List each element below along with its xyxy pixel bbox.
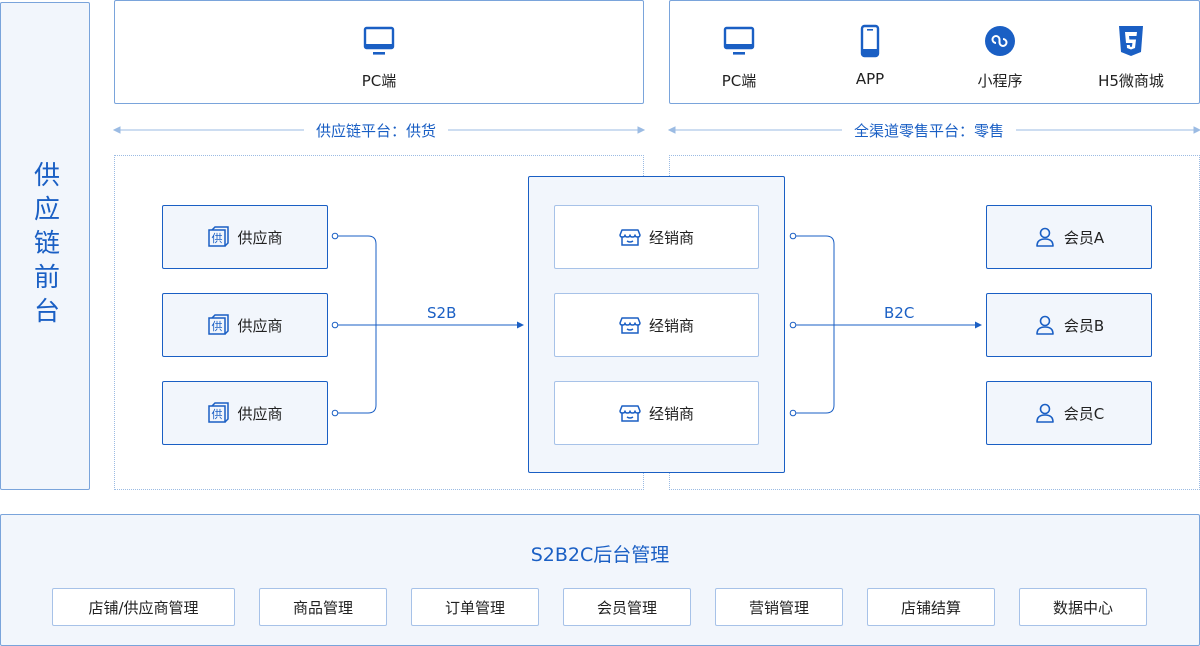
svg-text:供: 供 <box>212 319 223 333</box>
phone-icon <box>860 24 880 58</box>
monitor-icon <box>723 26 755 55</box>
supplier-node[interactable]: 供 供应商 <box>162 293 328 357</box>
arrow-head <box>667 126 676 134</box>
html5-icon <box>1119 26 1143 56</box>
distributor-node[interactable]: 经销商 <box>554 205 759 269</box>
channel-label: H5微商城 <box>1098 72 1164 90</box>
supplier-node[interactable]: 供 供应商 <box>162 381 328 445</box>
module-data-center[interactable]: 数据中心 <box>1019 588 1147 626</box>
store-icon <box>619 405 641 422</box>
member-label: 会员A <box>1063 228 1105 247</box>
flow-connectors <box>331 232 982 417</box>
b2c-label: B2C <box>884 304 915 322</box>
supply-platform-label: 供应链平台：供货 <box>304 120 449 141</box>
distributor-node[interactable]: 经销商 <box>554 381 759 445</box>
module-store-supplier[interactable]: 店铺/供应商管理 <box>52 588 235 626</box>
member-label: 会员C <box>1063 404 1105 423</box>
distributor-label: 经销商 <box>648 316 694 335</box>
retail-platform-label: 全渠道零售平台：零售 <box>842 120 1017 141</box>
module-settlement[interactable]: 店铺结算 <box>867 588 995 626</box>
channel-label: APP <box>855 70 885 88</box>
distributor-label: 经销商 <box>648 228 694 247</box>
user-icon <box>1035 403 1054 423</box>
channel-label: PC端 <box>361 72 397 90</box>
svg-text:供: 供 <box>212 407 223 421</box>
module-marketing[interactable]: 营销管理 <box>715 588 843 626</box>
arrow-head <box>112 126 121 134</box>
channel-pc-supply[interactable]: PC端 <box>309 24 449 91</box>
distributor-node[interactable]: 经销商 <box>554 293 759 357</box>
arrow-head <box>1193 126 1200 134</box>
channel-app[interactable]: APP <box>800 24 940 88</box>
supplier-icon: 供 <box>208 314 230 335</box>
channel-label: PC端 <box>721 72 757 90</box>
member-node[interactable]: 会员B <box>986 293 1152 357</box>
s2b-label: S2B <box>427 304 457 322</box>
retail-channel-box <box>669 0 1200 104</box>
supplier-label: 供应商 <box>237 316 283 335</box>
svg-text:供: 供 <box>212 231 223 245</box>
distributor-label: 经销商 <box>648 404 694 423</box>
store-icon <box>619 229 641 246</box>
mini-program-icon <box>985 26 1015 56</box>
frontend-panel-title-wrap: 供应链前台 <box>0 2 90 490</box>
admin-panel <box>0 514 1200 646</box>
channel-h5[interactable]: H5微商城 <box>1061 24 1200 91</box>
member-label: 会员B <box>1063 316 1105 335</box>
module-member[interactable]: 会员管理 <box>563 588 691 626</box>
supplier-label: 供应商 <box>237 404 283 423</box>
user-icon <box>1036 227 1054 247</box>
member-node[interactable]: 会员A <box>986 205 1152 269</box>
channel-mini-program[interactable]: 小程序 <box>930 24 1070 91</box>
channel-label: 小程序 <box>977 72 1023 90</box>
supplier-label: 供应商 <box>237 228 283 247</box>
frontend-panel-title: 供应链前台 <box>29 161 60 331</box>
store-icon <box>619 317 641 334</box>
module-order[interactable]: 订单管理 <box>411 588 539 626</box>
arrow-head <box>637 126 646 134</box>
supplier-node[interactable]: 供 供应商 <box>162 205 328 269</box>
monitor-icon <box>363 26 395 55</box>
admin-title: S2B2C后台管理 <box>530 544 670 566</box>
module-product[interactable]: 商品管理 <box>259 588 387 626</box>
user-icon <box>1036 315 1054 335</box>
channel-pc-retail[interactable]: PC端 <box>669 24 809 91</box>
b2c-arrow-head <box>975 321 982 329</box>
supplier-icon: 供 <box>208 226 230 247</box>
frontend-panel <box>0 2 90 490</box>
supplier-icon: 供 <box>208 402 230 423</box>
member-node[interactable]: 会员C <box>986 381 1152 445</box>
s2b-arrow-head <box>517 321 524 329</box>
